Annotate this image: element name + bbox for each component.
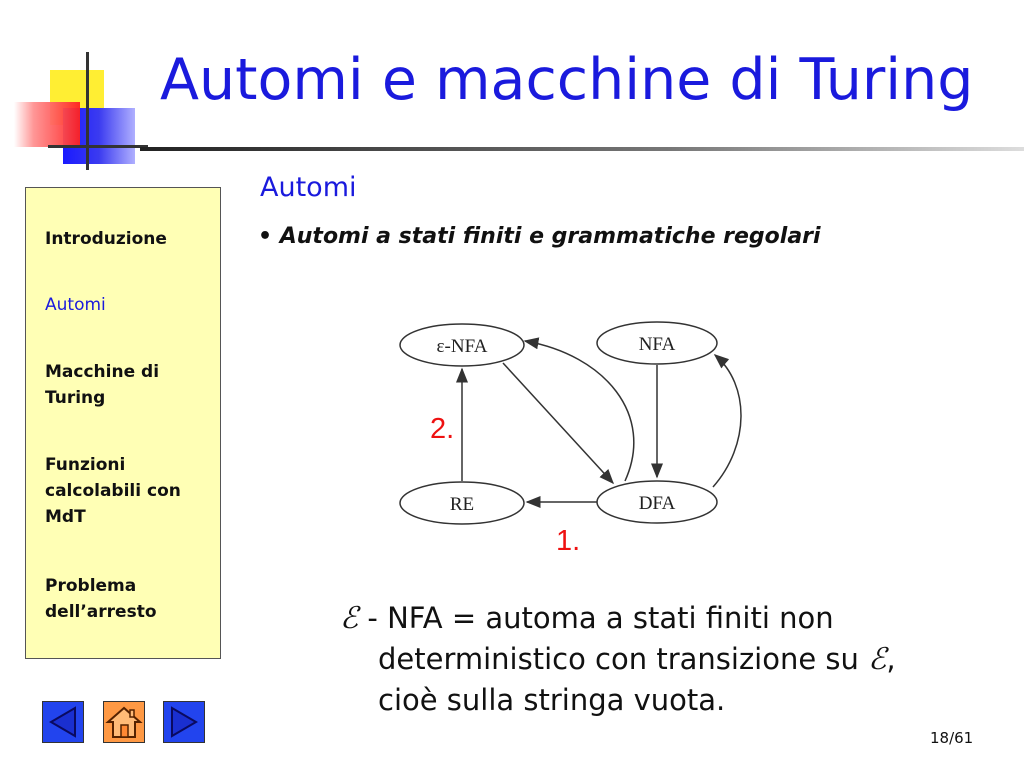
definition-text-2: deterministico con transizione su	[378, 642, 859, 676]
sidebar-item-introduzione[interactable]: Introduzione	[45, 229, 167, 249]
sidebar-item-automi[interactable]: Automi	[45, 295, 106, 315]
sidebar-item-macchine-di-turing[interactable]: Macchine di Turing	[45, 362, 160, 408]
edge-enfa-to-dfa	[502, 362, 615, 485]
bullet-text: Automi a stati finiti e grammatiche rego…	[279, 224, 821, 249]
slide-title: Automi e macchine di Turing	[160, 47, 974, 113]
node-dfa: DFA	[596, 480, 718, 524]
definition-line-1: ℰ - NFA = automa a stati finiti non	[340, 598, 896, 639]
definition-text-3: cioè sulla stringa vuota.	[378, 683, 726, 717]
node-re: RE	[399, 481, 525, 525]
section-heading: Automi	[260, 172, 357, 203]
definition-text-1: - NFA = automa a stati finiti non	[367, 601, 834, 635]
label-step-1: 1.	[556, 525, 580, 550]
sidebar-outline: Introduzione Automi Macchine di Turing F…	[25, 187, 221, 659]
home-button[interactable]	[103, 701, 145, 743]
logo-red-square	[14, 102, 80, 147]
sidebar-item-problema-arresto[interactable]: Problema dell’arresto	[45, 576, 157, 622]
definition-comma: ,	[886, 642, 896, 676]
next-slide-button[interactable]	[163, 701, 205, 743]
node-nfa-label: NFA	[639, 334, 676, 355]
node-nfa: NFA	[596, 321, 718, 365]
definition-line-3: cioè sulla stringa vuota.	[340, 680, 896, 721]
epsilon-symbol: ℰ	[340, 601, 359, 636]
title-divider	[140, 147, 1024, 151]
logo-horizontal-line	[48, 145, 148, 148]
label-step-2: 2.	[430, 413, 454, 445]
node-dfa-label: DFA	[639, 493, 676, 514]
sidebar-item-funzioni-calcolabili[interactable]: Funzioni calcolabili con MdT	[45, 455, 181, 527]
home-icon	[105, 706, 143, 738]
epsilon-symbol-inline: ℰ	[868, 642, 887, 677]
bullet-point: • Automi a stati finiti e grammatiche re…	[258, 224, 821, 249]
automata-diagram: ε-NFA NFA RE DFA 2. 1.	[399, 321, 742, 550]
epsilon-nfa-definition: ℰ - NFA = automa a stati finiti non dete…	[340, 598, 896, 721]
logo-vertical-line	[86, 52, 89, 170]
page-number: 18/61	[930, 729, 974, 747]
definition-line-2: deterministico con transizione su ℰ,	[340, 639, 896, 680]
node-epsilon-nfa-label: ε-NFA	[437, 336, 488, 357]
edge-dfa-to-nfa	[712, 354, 742, 488]
prev-slide-button[interactable]	[42, 701, 84, 743]
left-arrow-icon	[49, 706, 76, 738]
node-re-label: RE	[450, 494, 474, 515]
slide-logo	[0, 0, 150, 175]
node-epsilon-nfa: ε-NFA	[399, 323, 525, 367]
edge-dfa-to-enfa	[523, 337, 635, 482]
right-arrow-icon	[171, 706, 198, 738]
